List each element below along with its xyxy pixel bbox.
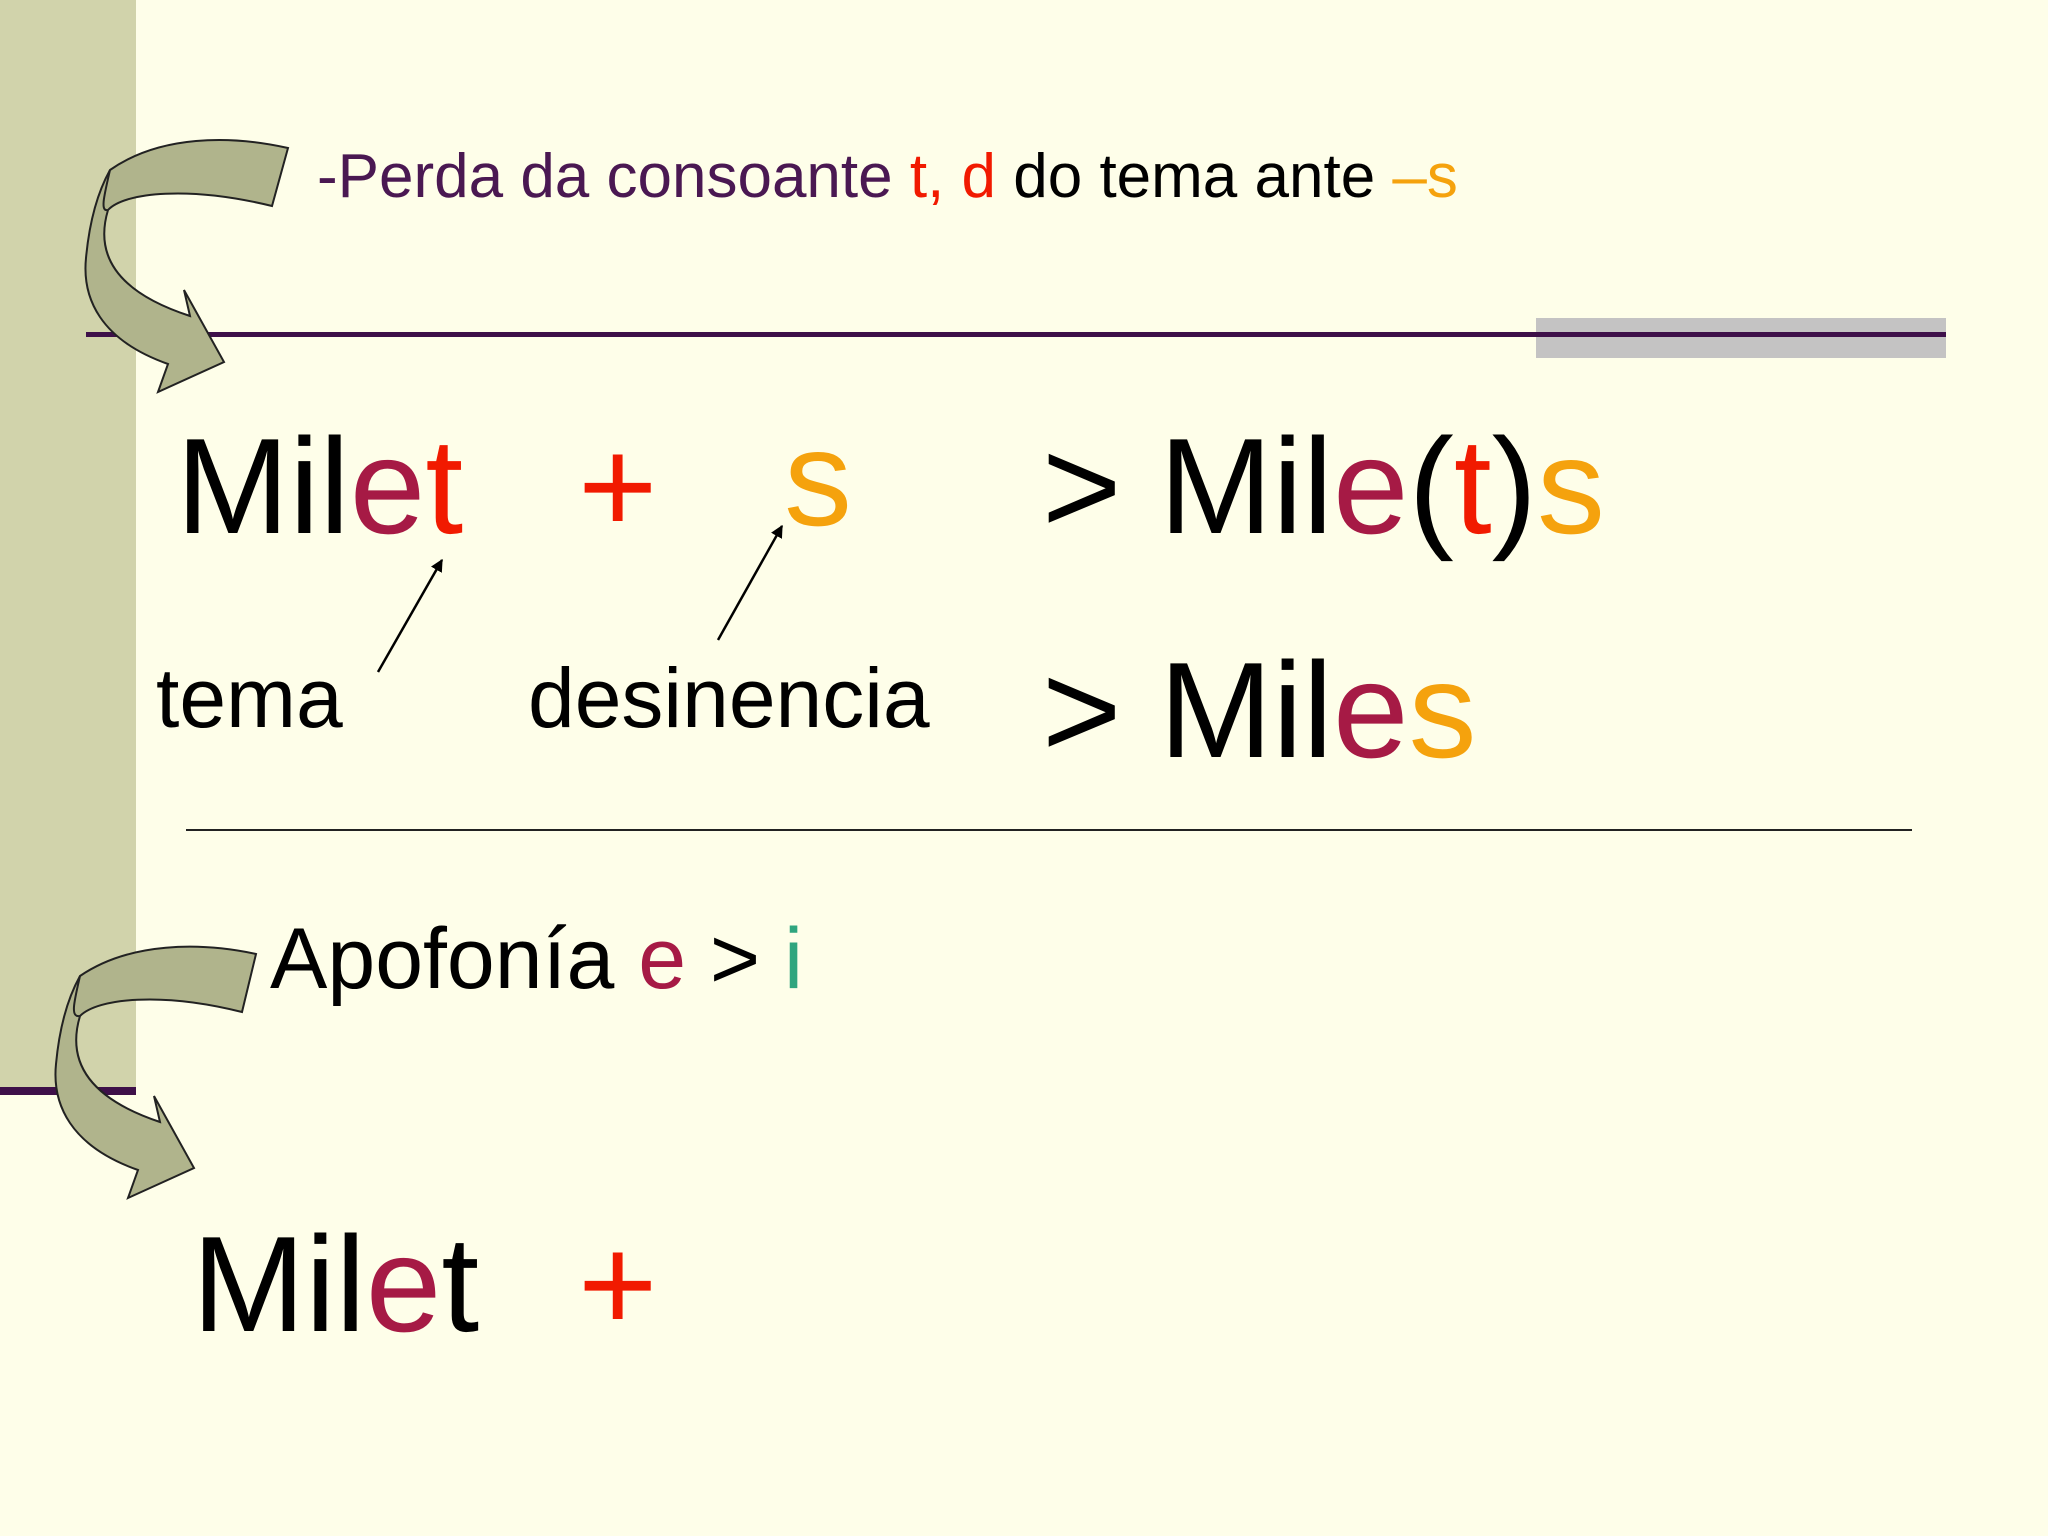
heading-middle: do tema ante	[996, 142, 1393, 211]
apofonia-e: e	[638, 911, 687, 1007]
section-divider	[186, 829, 1912, 831]
apofonia-gt: >	[686, 911, 785, 1007]
grey-accent-block	[1536, 318, 1946, 358]
eq2-e: e	[1332, 634, 1409, 786]
heading-prefix: -Perda da consoante	[317, 142, 910, 211]
eq3-stem: Milet	[192, 1216, 479, 1352]
label-desinencia: desinencia	[528, 651, 930, 745]
curved-arrow-icon	[84, 139, 290, 394]
eq2-s: s	[1408, 634, 1477, 786]
curved-arrow-icon	[54, 945, 258, 1200]
eq1-ending: s	[784, 402, 852, 554]
eq1-result-gt: >	[1042, 410, 1122, 562]
slide-heading: -Perda da consoante t, d do tema ante –s	[317, 146, 1458, 208]
eq1-plus: +	[578, 410, 658, 562]
eq2-stem: Mil	[1159, 634, 1333, 786]
apofonia-label: Apofonía	[270, 911, 639, 1007]
eq3-stem-t: t	[441, 1208, 480, 1360]
eq3-stem-e: e	[365, 1208, 442, 1360]
eq1-result-e: e	[1332, 410, 1409, 562]
eq1-result-open: (	[1408, 410, 1454, 562]
eq1-result-close: )	[1491, 410, 1537, 562]
apofonia-line: Apofonía e > i	[270, 916, 803, 1002]
eq1-stem-e: e	[349, 410, 426, 562]
eq1-result-s: s	[1536, 410, 1605, 562]
pointer-arrow-icon	[376, 558, 444, 673]
heading-suffix: –s	[1392, 142, 1458, 211]
eq3-stem-root: Mil	[192, 1208, 366, 1360]
title-rule	[86, 332, 1946, 337]
heading-letters: t, d	[909, 142, 997, 211]
apofonia-i: i	[784, 911, 804, 1007]
eq1-stem-root: Mil	[176, 410, 350, 562]
eq1-stem-t: t	[425, 410, 464, 562]
eq2-result: > Miles	[1042, 642, 1477, 778]
pointer-arrow-icon	[716, 524, 784, 641]
eq1-result: > Mile(t)s	[1042, 418, 1605, 554]
eq2-gt: >	[1042, 634, 1122, 786]
label-tema: tema	[156, 651, 343, 745]
eq1-result-stem: Mil	[1159, 410, 1333, 562]
eq1-stem: Milet	[176, 418, 463, 554]
eq1-result-t: t	[1453, 410, 1492, 562]
title-rule-overlay	[1536, 332, 1946, 337]
eq3-plus: +	[578, 1208, 658, 1360]
